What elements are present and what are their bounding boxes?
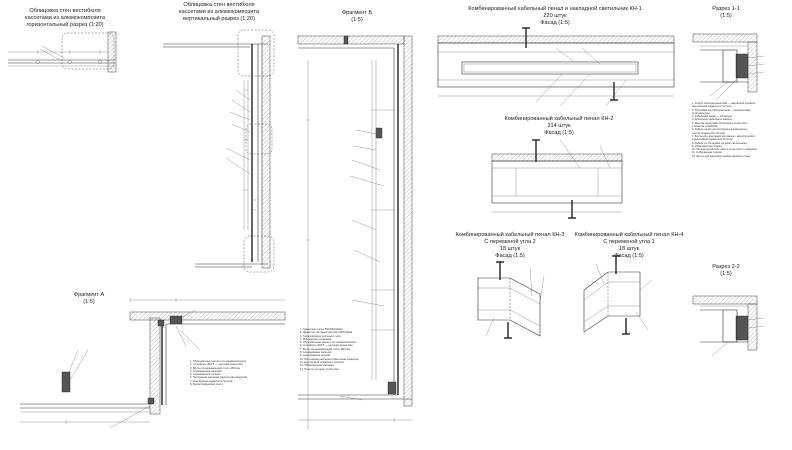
note-item: систем подвесного потолка (692, 131, 725, 135)
note-item: 12. Облицовочная накладка (300, 364, 334, 368)
note-item: кронштейнов подвесного потолка (692, 138, 733, 142)
title-line: Комбинированный кабельный пенал КН-2 (504, 116, 614, 122)
title-line: Облицовка стен вестибюля (183, 2, 255, 8)
title-line: Фрагмент А (73, 292, 105, 298)
title-line: Комбинированный кабельный пенал и наклад… (468, 6, 642, 12)
title-line: С переменой угла 1 (603, 239, 655, 245)
horizontal-section-drawing (8, 31, 117, 73)
kn1-facade-drawing (437, 27, 675, 107)
kn4-title: Комбинированный кабельный пенал КН-4 С п… (568, 232, 690, 260)
fragment-b-drawing (297, 35, 413, 430)
note-item: 9. Алюминиевые салазки (300, 354, 331, 358)
note-item: 4. Монолитное основание (300, 337, 332, 341)
title-line: 18 штук (499, 246, 521, 252)
vertical-section-title: Облицовка стен вестибюля кассетами из ал… (164, 2, 274, 23)
note-item: стекловолокно (692, 111, 710, 115)
note-item: 9. Облицовочная планка (692, 144, 722, 148)
title-line: Фасад (1:5) (544, 130, 574, 136)
note-item: 3. Кабельный канал — 20 модуль (692, 115, 733, 119)
note-item: 6. Кабель-канал для проводов низковольтн… (692, 128, 748, 132)
note-item: 6. Постоянная накладка (тарелочная разде… (190, 376, 248, 380)
razrez-1-title: Разрез 1-1 (1:5) (696, 6, 756, 20)
razrez-2-drawing (692, 295, 765, 357)
fragment-b-title: Фрагмент Б (1:5) (322, 10, 392, 24)
note-item: 7. Болты для крепления монтажных, металл… (692, 134, 756, 138)
kn4-facade-drawing (583, 255, 653, 335)
note-item: с анкером и шайбой) (692, 125, 718, 129)
title-line: (1:5) (351, 17, 363, 23)
title-line: Фрагмент Б (341, 10, 373, 16)
title-line: Разрез 2-2 (712, 264, 740, 270)
title-line: 220 штук (543, 13, 567, 19)
title-line: Комбинированный кабельный пенал КН-3 (455, 232, 565, 238)
note-item: 10. Монтаж кронштейн ламп к стене (болт … (692, 148, 757, 152)
title-line: Фасад (1:5) (540, 20, 570, 26)
title-line: Разрез 1-1 (712, 6, 740, 12)
razrez-1-drawing (692, 33, 765, 101)
note-item: 8. Алюминиевые заклепки (300, 351, 332, 355)
note-item: 2. Рассеиватель облицовочный — алюминиев… (692, 108, 751, 112)
note-item: 2. Цементно-песчаный раствор М150 30мм (300, 331, 353, 335)
note-item: 1. Корпус облицовочный 1мм — накладной п… (692, 102, 756, 105)
note-item: 10. Постоянная накладка (тарелочная разд… (300, 357, 359, 361)
title-line: Комбинированный кабельный пенал КН-4 (574, 232, 684, 238)
title-line: Облицовка стен вестибюля (29, 8, 101, 14)
title-line: кассетами из алюмокомпозита (25, 15, 105, 21)
note-item: 1. Облицовочные кассеты из алюмокомпозит… (190, 360, 246, 363)
note-item: 6. U-профиль 40/2,5 — несущая кронштейн (300, 344, 353, 348)
kn2-title: Комбинированный кабельный пенал КН-2 314… (484, 116, 634, 137)
horizontal-section-title: Облицовка стен вестибюля кассетами из ал… (10, 8, 120, 29)
title-line: (1:5) (83, 299, 95, 305)
note-item: 5. Алюминиевые салазки (190, 373, 221, 377)
kn3-facade-drawing (477, 261, 545, 339)
note-item: 4. Крепление кабельного канала (692, 118, 732, 122)
note-item: 5. Монтаж кронштейн облицовки к стене (б… (692, 121, 748, 125)
fragment-b-notes: 1. Гранитные плиты 500х500х20мм 2. Цемен… (300, 328, 359, 371)
note-item: 8. Герметизирующая лента (190, 383, 223, 387)
kn1-title: Комбинированный кабельный пенал и наклад… (440, 6, 670, 27)
title-line: С переменой угла 2 (484, 239, 536, 245)
title-line: Фасад (1:5) (614, 253, 644, 259)
title-line: 314 штук (547, 123, 571, 129)
kn3-title: Комбинированный кабельный пенал КН-3 С п… (448, 232, 572, 260)
note-item: 8. Кабель из облицовки до ламп светильни… (692, 141, 747, 145)
note-item: светильника подвесного потолка (692, 105, 732, 109)
title-line: (1:5) (720, 271, 732, 277)
note-item: 11. Собирающая планка (692, 151, 722, 155)
fragment-a-drawing (20, 298, 286, 429)
note-item: 13. Плинтус из нерж. стали 1мм (300, 367, 339, 371)
title-line: кассетами из алюмокомпозита (179, 9, 259, 15)
kn2-facade-drawing (491, 139, 623, 219)
note-item: 3. Гидроизоляция рулонного типа (300, 334, 341, 338)
note-item: 7. Болты из нержавеющей стали, Ø10 мм (300, 347, 351, 351)
note-item: 1. Гранитные плиты 500х500х20мм (300, 328, 343, 331)
note-item: 12. Болты для крепления кабель-канала к … (692, 154, 751, 158)
note-item: 2. U-профиль 40/2,5 — несущая кронштейн (190, 363, 243, 367)
note-item: 4. Алюминиевые заклепки (190, 369, 222, 373)
note-item: 11. Конструкция подвесного потолка (300, 360, 344, 364)
fragment-a-notes: 1. Облицовочные кассеты из алюмокомпозит… (190, 360, 247, 386)
razrez-2-title: Разрез 2-2 (1:5) (696, 264, 756, 278)
razrez-1-notes: 1. Корпус облицовочный 1мм — накладной п… (692, 102, 757, 158)
fragment-a-title: Фрагмент А (1:5) (54, 292, 124, 306)
note-item: 3. Болты из нержавеющей стали, Ø10 мм (190, 366, 241, 370)
note-item: 7. Конструкция подвесного потолка (190, 379, 233, 383)
title-line: Фасад (1:5) (495, 253, 525, 259)
title-line: (1:5) (720, 13, 732, 19)
note-item: 5. Облицовочные кассеты из алюмокомпозит… (300, 341, 356, 345)
title-line: 18 штук (618, 246, 640, 252)
title-line: горизонтальный разрез (1:20) (26, 22, 104, 28)
title-line: вертикальный разрез (1:20) (183, 16, 255, 22)
vertical-section-drawing (163, 29, 275, 273)
